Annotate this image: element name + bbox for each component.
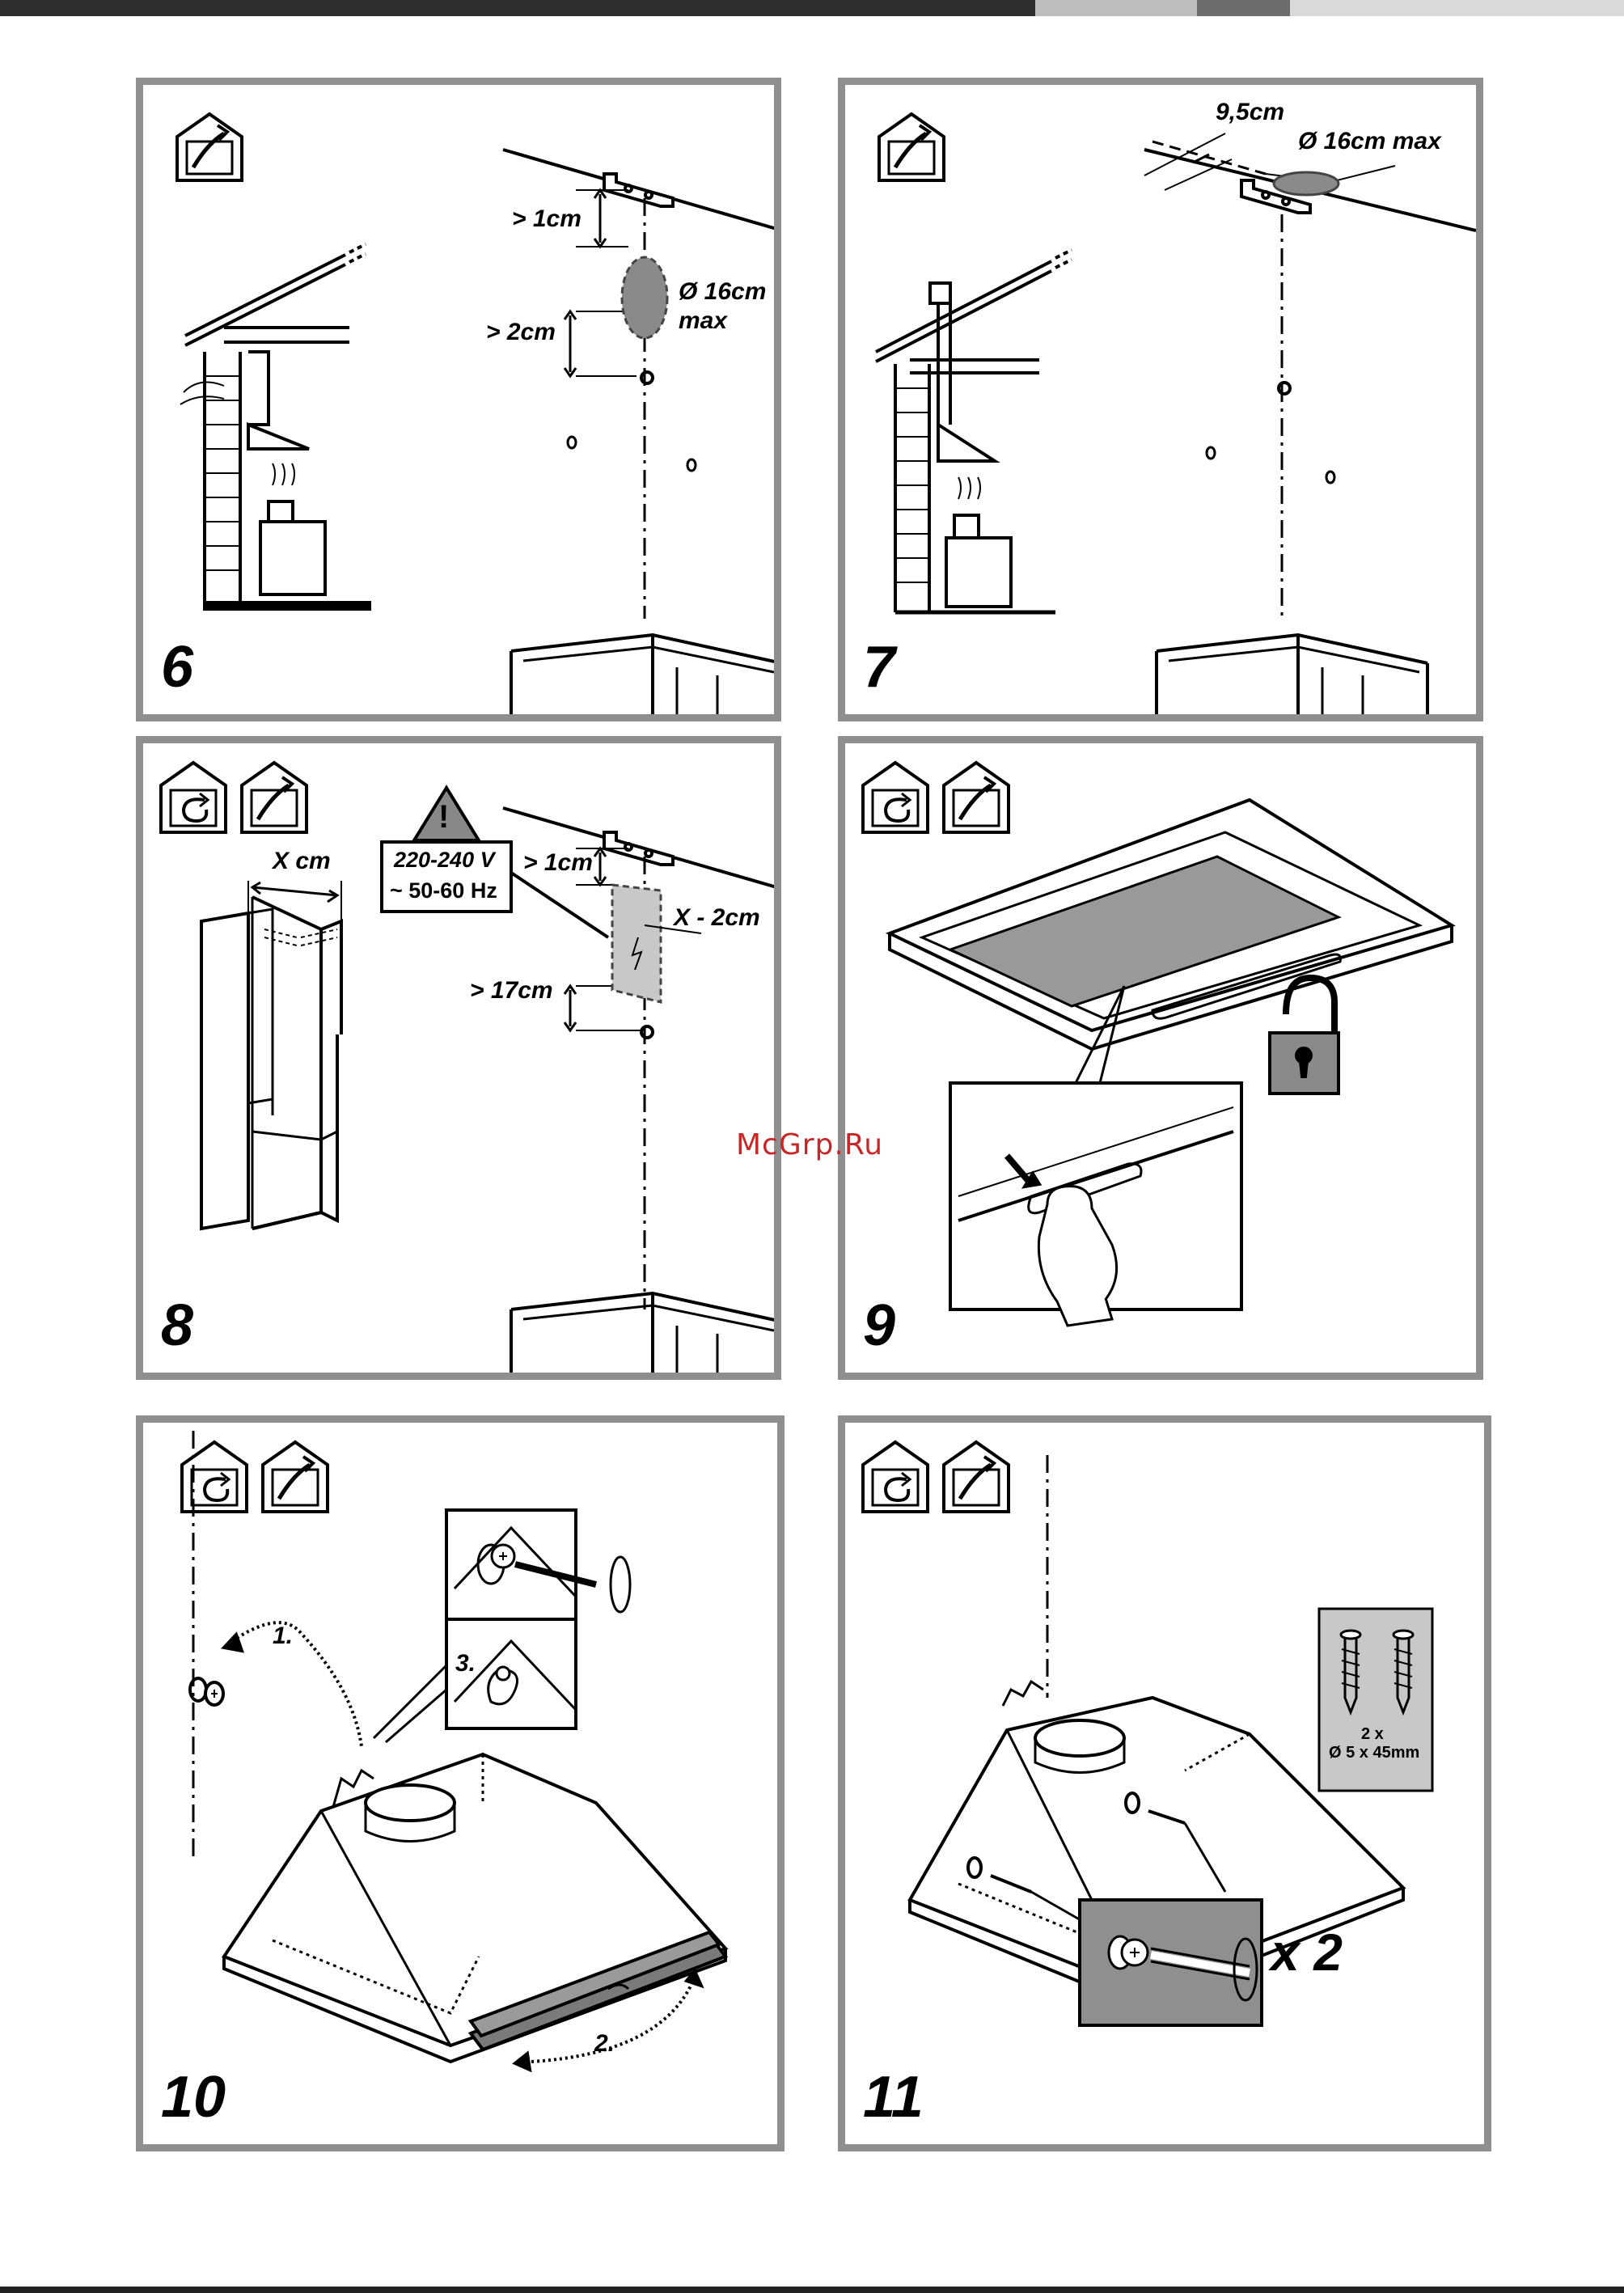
step-number: 7 [863,638,895,696]
step-number: 8 [161,1297,193,1355]
step-7-panel: 9,5cm Ø 16cm max 7 [838,78,1483,721]
header-bar-segment-pale [1290,0,1624,16]
hood-underside [890,800,1452,1049]
step-6-gap-top-label: > 1cm [512,206,582,232]
step-10-illustration [143,1423,785,2151]
house-extraction-icon [263,1442,328,1512]
step-8-voltage-label: 220-240 V [394,848,495,871]
footer-rule [0,2287,1624,2293]
step-10-panel: 1. 2. 3. 10 [136,1415,785,2151]
range-hood [224,1754,725,2062]
step-11-panel: 2 x Ø 5 x 45mm x 2 11 [838,1415,1491,2151]
step-8-socket-offset-label: X - 2cm [674,905,760,931]
header-bar-segment-light [1035,0,1197,16]
wall-cabinet [511,1293,781,1380]
step-8-frequency-label: ~ 50-60 Hz [390,879,497,902]
step-6-panel: > 1cm Ø 16cm max > 2cm 6 [136,78,781,721]
step-number: 11 [863,2068,924,2126]
step-7-offset-label: 9,5cm [1216,99,1284,125]
step-9-illustration [845,743,1483,1380]
header-bar-segment-dark [0,0,1035,16]
step-11-illustration [845,1423,1491,2151]
step-6-diameter-max-label: max [679,308,727,334]
wall-screw [190,1678,223,1705]
house-extraction-icon [944,1442,1009,1512]
step-9-panel: 9 [838,736,1483,1380]
header-color-bar [0,0,1624,16]
kitchen-sketch [876,250,1072,612]
house-recirculation-icon [863,1442,928,1512]
step-10-step-3-label: 3. [455,1651,476,1677]
step-7-diameter-label: Ø 16cm max [1298,129,1441,154]
house-extraction-icon [879,114,944,180]
step-number: 9 [863,1297,895,1355]
step-8-width-label: X cm [273,848,331,874]
step-10-step-1-label: 1. [273,1623,293,1649]
house-extraction-icon [944,763,1009,832]
header-bar-segment-mid [1197,0,1290,16]
step-6-illustration [143,85,781,721]
step-8-panel: X cm ! 220-240 V ~ 50-60 Hz > 1cm X - 2c… [136,736,781,1380]
house-recirculation-icon [182,1442,247,1512]
chimney-sections [201,897,341,1229]
kitchen-sketch [180,244,370,609]
wall-cabinet [1157,635,1427,721]
step-8-illustration [143,743,781,1380]
step-number: 6 [161,638,193,696]
step-7-illustration [845,85,1483,721]
step-11-screw-size-label: Ø 5 x 45mm [1329,1745,1419,1762]
step-10-step-2-label: 2. [594,2031,615,2057]
house-extraction-icon [242,763,307,832]
step-6-diameter-label: Ø 16cm [679,279,766,305]
step-6-gap-bottom-label: > 2cm [486,319,556,345]
warning-sign: ! [438,800,449,834]
wall-cabinet [511,635,781,721]
step-8-gap-bottom-label: > 17cm [470,978,553,1004]
step-8-gap-top-label: > 1cm [523,850,593,876]
watermark-text: McGrp.Ru [736,1128,883,1161]
open-padlock-icon [1270,978,1339,1094]
house-recirculation-icon [161,763,226,832]
house-recirculation-icon [863,763,928,832]
step-11-multiplier-label: x 2 [1271,1926,1343,1980]
step-number: 10 [161,2068,226,2126]
house-extraction-icon [177,114,242,180]
step-11-screw-qty-label: 2 x [1361,1726,1384,1743]
